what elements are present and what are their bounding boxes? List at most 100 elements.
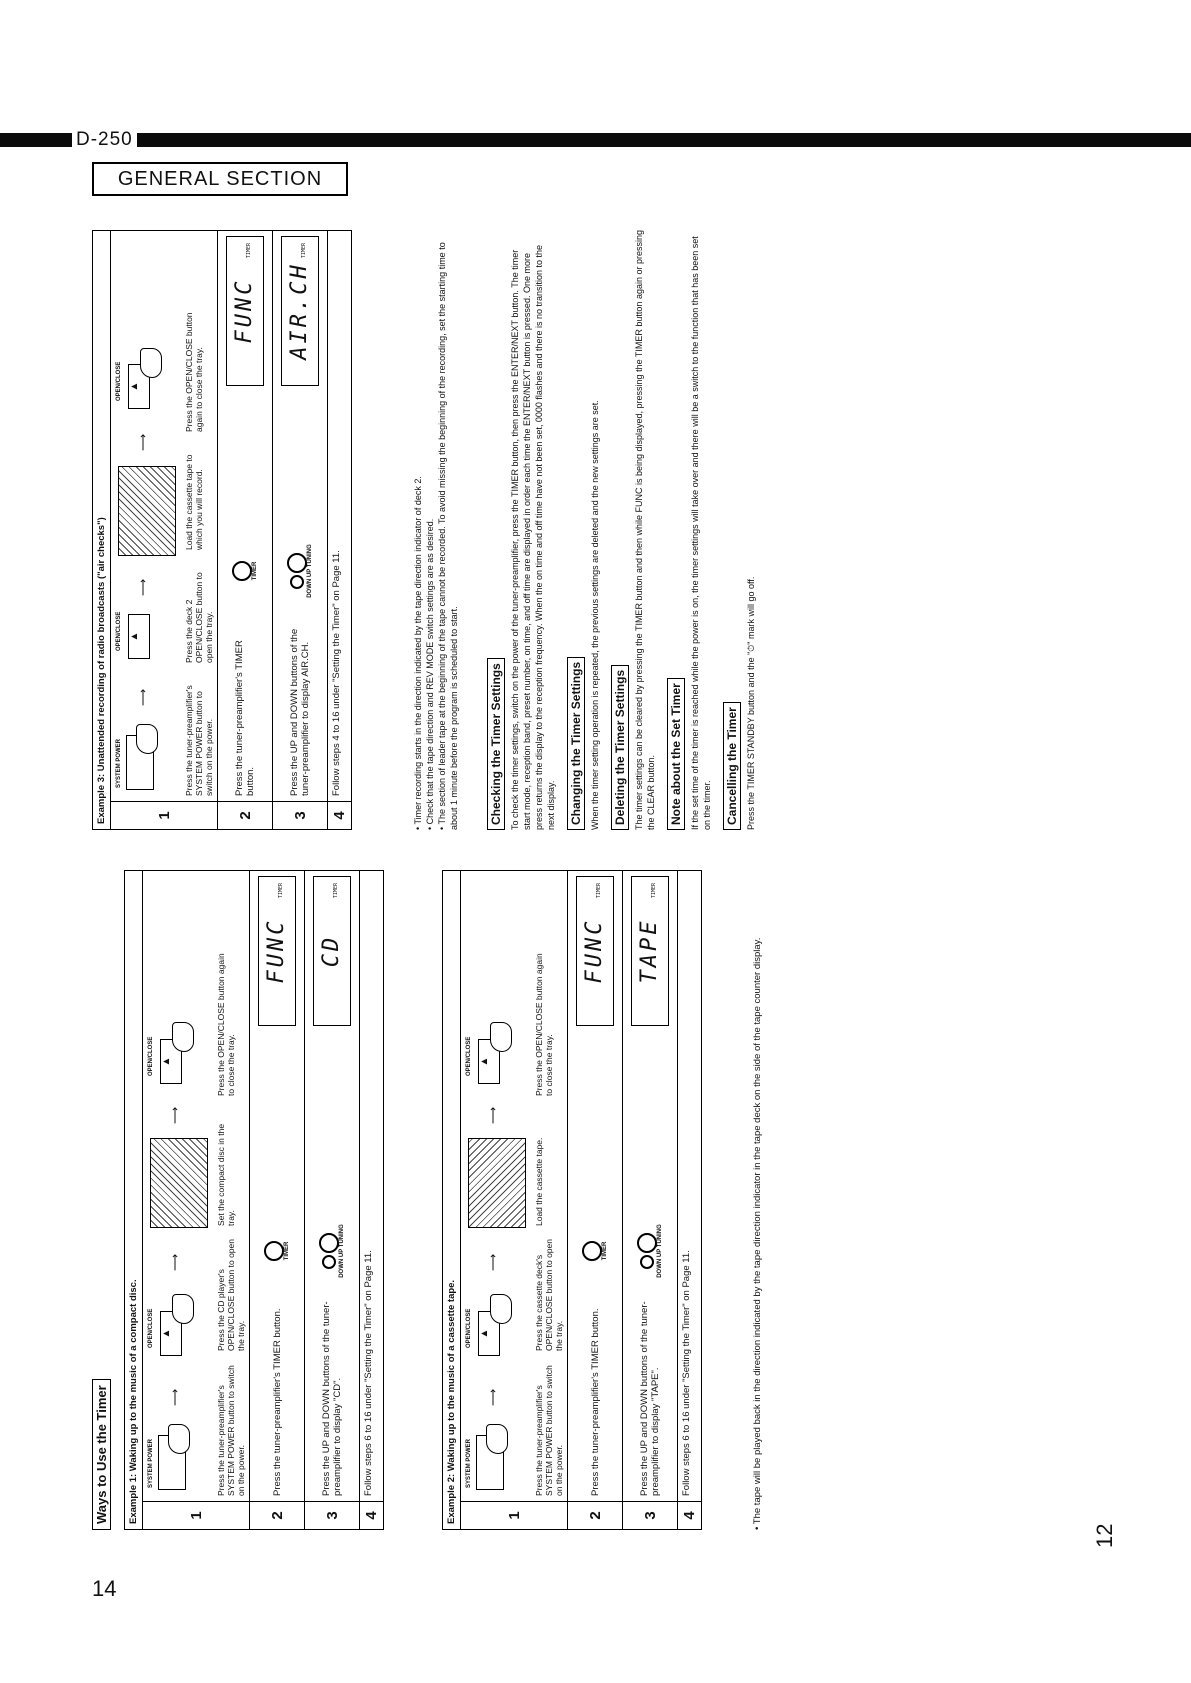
section-heading: Checking the Timer Settings [487, 658, 505, 830]
system-power-label: SYSTEM POWER [148, 1438, 154, 1488]
step-text: Follow steps 6 to 16 under "Setting the … [677, 870, 702, 1502]
arrow-icon: ⟶ [486, 1253, 500, 1271]
section-heading: Note about the Set Timer [667, 678, 685, 830]
hand-icon [490, 1294, 512, 1324]
timer-label: TIMER [252, 561, 258, 581]
up-button-icon [287, 552, 307, 573]
note-item: • Timer recording starts in the directio… [413, 476, 423, 830]
timer-button-icon [232, 561, 252, 581]
step-text: Follow steps 4 to 16 under "Setting the … [327, 230, 352, 802]
step-number: 4 [359, 1501, 384, 1530]
step-number: 2 [567, 1501, 623, 1530]
note-item: • The section of leader tape at the begi… [437, 242, 459, 830]
hand-icon [168, 1424, 190, 1454]
step-number: 2 [217, 801, 273, 830]
arrow-icon: ⟶ [168, 1106, 182, 1124]
caption: Press the tuner-preamplifier's SYSTEM PO… [184, 685, 214, 796]
caption: Load the cassette tape. [534, 1137, 544, 1226]
caption: Press the OPEN/CLOSE button again to clo… [534, 953, 554, 1096]
tuning-label: DOWN UP TUNING [339, 1224, 345, 1278]
section-text: To check the timer settings, switch on t… [510, 244, 556, 830]
arrow-icon: ⟶ [168, 1253, 182, 1271]
system-power-label: SYSTEM POWER [466, 1438, 472, 1488]
example1-heading: Example 1: Waking up to the music of a c… [124, 870, 143, 1530]
down-button-icon [322, 1255, 336, 1270]
step-number: 3 [304, 1501, 360, 1530]
section-text: Press the TIMER STANDBY button and the "… [746, 576, 756, 830]
step-number: 4 [327, 801, 352, 830]
example2-heading: Example 2: Waking up to the music of a c… [442, 870, 461, 1530]
open-close-label: OPEN/CLOSE [116, 611, 122, 651]
hand-icon [136, 724, 158, 754]
step-number: 1 [110, 801, 218, 830]
step-number: 1 [460, 1501, 568, 1530]
section-title: GENERAL SECTION [92, 162, 348, 196]
open-close-label: OPEN/CLOSE [466, 1036, 472, 1076]
section-heading: Changing the Timer Settings [567, 656, 585, 830]
ways-title: Ways to Use the Timer [92, 1379, 111, 1530]
ways-footnote: • The tape will be played back in the di… [752, 937, 763, 1530]
up-button-icon [319, 1232, 339, 1253]
cassette-deck-icon [118, 466, 176, 556]
timer-label: TIMER [284, 1241, 290, 1261]
rotated-content: Ways to Use the Timer Example 1: Waking … [92, 210, 1122, 1530]
example3-heading: Example 3: Unattended recording of radio… [92, 230, 111, 830]
tuning-label: DOWN UP TUNING [657, 1224, 663, 1278]
cd-tray-icon [150, 1138, 208, 1228]
eject-button-icon: ▲ [128, 614, 150, 659]
caption: Press the cassette deck's OPEN/CLOSE but… [534, 1239, 564, 1351]
tuning-label: DOWN UP TUNING [307, 544, 313, 598]
cassette-deck-icon [468, 1138, 526, 1228]
caption: Load the cassette tape to which you will… [184, 454, 204, 550]
timer-label: TIMER [602, 1241, 608, 1261]
section-heading: Deleting the Timer Settings [611, 664, 629, 830]
step-text: Press the UP and DOWN buttons of the tun… [321, 1301, 343, 1496]
hand-icon [490, 1022, 512, 1052]
section-text: If the set time of the timer is reached … [690, 236, 712, 830]
step-number: 4 [677, 1501, 702, 1530]
up-button-icon [637, 1232, 657, 1253]
timer-button-icon [582, 1241, 602, 1261]
caption: Press the deck 2 OPEN/CLOSE button to op… [184, 572, 214, 663]
caption: Press the CD player's OPEN/CLOSE button … [216, 1239, 246, 1351]
arrow-icon: ⟶ [486, 1106, 500, 1124]
step-number: 1 [142, 1501, 250, 1530]
example1-table: Example 1: Waking up to the music of a c… [124, 870, 384, 1530]
step-text: Follow steps 6 to 16 under "Setting the … [359, 870, 384, 1502]
example2-illustration: SYSTEM POWER ⟶ OPEN/CLOSE ▲ ⟶ ⟶ OPEN/CLO… [464, 876, 534, 1496]
header-bar [0, 133, 1191, 147]
open-close-label: OPEN/CLOSE [116, 361, 122, 401]
section-heading: Cancelling the Timer [723, 702, 741, 830]
caption: Press the OPEN/CLOSE button again to clo… [184, 312, 204, 432]
open-close-label: OPEN/CLOSE [148, 1036, 154, 1076]
arrow-icon: ⟶ [136, 688, 150, 706]
down-button-icon [290, 575, 304, 590]
caption: Press the tuner-preamplifier's SYSTEM PO… [216, 1365, 246, 1496]
example1-illustration: SYSTEM POWER ⟶ OPEN/CLOSE ▲ ⟶ ⟶ OPEN/CLO… [146, 876, 216, 1496]
open-close-label: OPEN/CLOSE [148, 1308, 154, 1348]
example2-table: Example 2: Waking up to the music of a c… [442, 870, 702, 1530]
section-text: The timer settings can be cleared by pre… [634, 230, 656, 830]
step-text: Press the tuner-preamplifier's TIMER but… [271, 1308, 283, 1497]
step-number: 3 [272, 801, 328, 830]
page-number-left: 14 [92, 1576, 117, 1601]
system-power-label: SYSTEM POWER [116, 738, 122, 788]
model-label: D-250 [72, 130, 137, 149]
down-button-icon [640, 1255, 654, 1270]
caption: Press the OPEN/CLOSE button again to clo… [216, 953, 236, 1096]
step-text: Press the UP and DOWN buttons of the tun… [639, 1301, 661, 1496]
hand-icon [172, 1294, 194, 1324]
arrow-icon: ⟶ [486, 1388, 500, 1406]
caption: Press the tuner-preamplifier's SYSTEM PO… [534, 1365, 564, 1496]
section-text: When the timer setting operation is repe… [590, 400, 600, 830]
note-item: • Check that the tape direction and REV … [425, 518, 435, 830]
step-text: Press the tuner-preamplifier's TIMER but… [234, 640, 256, 796]
example3-illustration: SYSTEM POWER ⟶ OPEN/CLOSE ▲ ⟶ ⟶ OPEN/CLO… [114, 236, 184, 796]
timer-sections: Checking the Timer Settings To check the… [477, 230, 757, 830]
